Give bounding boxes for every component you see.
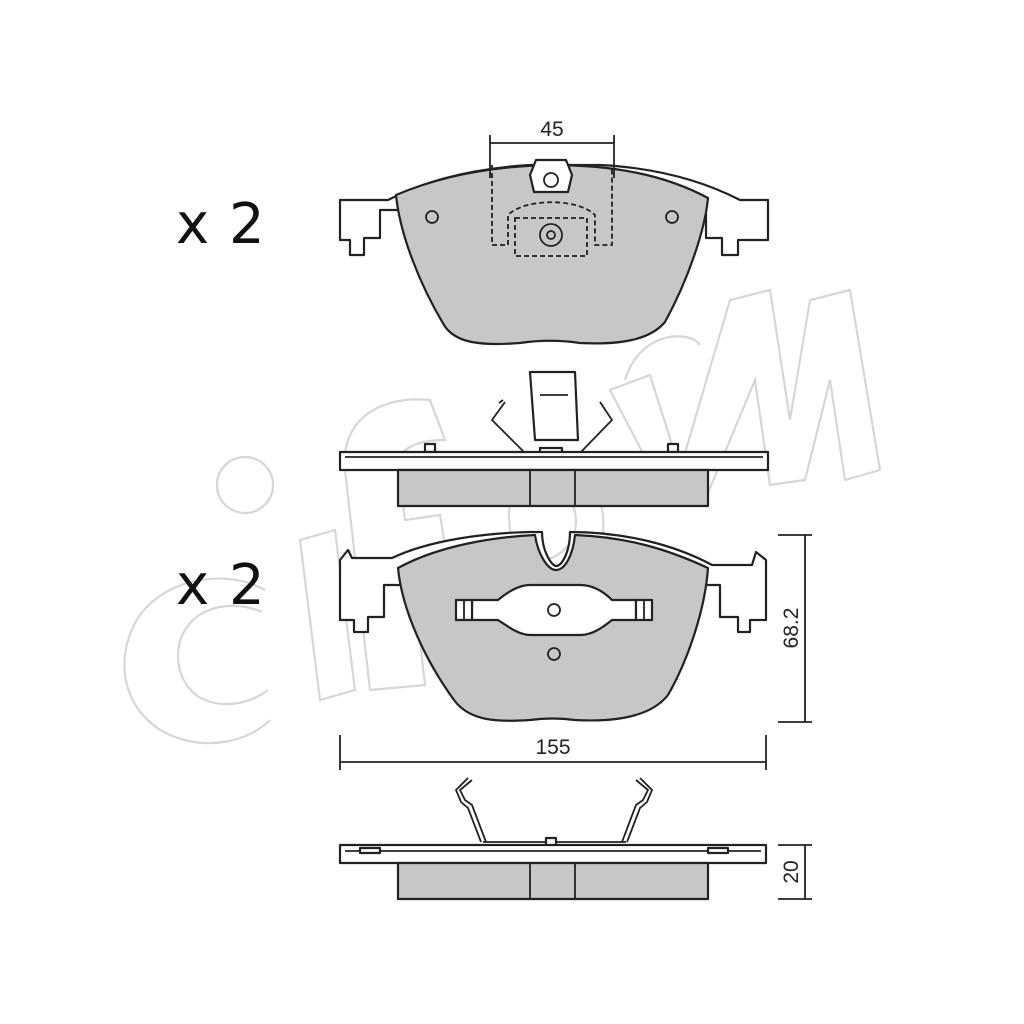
pad-2-spring-right	[621, 779, 650, 843]
pad-1-side-friction	[396, 468, 710, 508]
dimension-clip-width: 45	[540, 118, 563, 141]
pad-2-side-view: 20	[338, 777, 812, 901]
pad-1-hole-right	[665, 210, 679, 224]
pad-1-hole-left	[425, 210, 439, 224]
dimension-pad-length: 155	[535, 736, 570, 759]
dimension-thickness: 20	[780, 860, 803, 883]
pad-1-spring-right	[577, 401, 614, 456]
quantity-label-bottom: x 2	[176, 553, 266, 618]
pad-1-side-backing-plate	[338, 450, 770, 472]
dimension-pad-height: 68.2	[780, 608, 803, 649]
pad-1-clip	[528, 158, 574, 194]
pad-1-front-view: 45	[338, 118, 770, 346]
pad-2-spring-left	[458, 779, 487, 843]
pad-2-front-view: 68.2 155	[338, 530, 812, 770]
pad-1-spring-left	[490, 401, 528, 456]
pad-1-hidden-contour	[491, 165, 613, 246]
pad-2-side-friction	[396, 861, 710, 901]
pad-2-hole-bottom	[547, 647, 561, 661]
quantity-label-top: x 2	[176, 192, 266, 257]
pad-2-side-backing-plate	[338, 843, 768, 865]
pad-1-side-view	[338, 370, 770, 508]
pad-1-side-clip	[528, 370, 580, 442]
